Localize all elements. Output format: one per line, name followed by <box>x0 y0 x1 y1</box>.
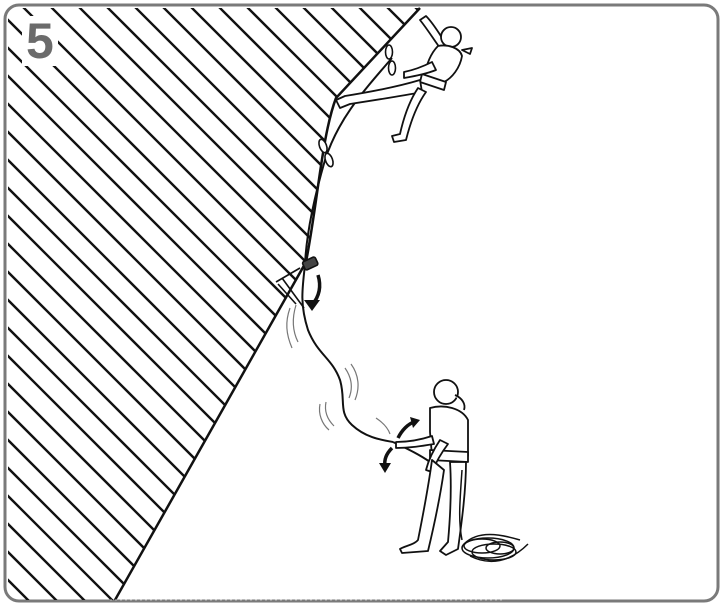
hatch-line <box>464 0 723 604</box>
arrow-feed-up-head <box>410 417 420 428</box>
hatch-line <box>604 0 723 604</box>
lead-climber <box>335 15 473 143</box>
step-number: 5 <box>22 16 58 66</box>
hatch-line <box>8 8 133 600</box>
hatch-line <box>295 8 420 600</box>
rope-pile <box>458 469 529 563</box>
hatch-line <box>8 8 420 600</box>
hatch-line <box>8 8 189 600</box>
belayer <box>395 379 469 556</box>
quickdraw-middle <box>318 138 334 168</box>
rope <box>301 57 394 443</box>
panel-frame <box>3 3 720 603</box>
arrow-feed-down-head <box>379 463 391 473</box>
hatch-line <box>8 8 420 600</box>
hatch-line <box>520 0 723 604</box>
hatch-line <box>183 8 420 600</box>
hatch-line <box>8 8 217 600</box>
hatch-line <box>8 8 420 600</box>
wall-edge <box>113 7 421 601</box>
quickdraw-lower <box>275 256 319 309</box>
arrow-feed-up <box>396 420 415 439</box>
hatch-line <box>8 8 245 600</box>
arrow-pull-down-head <box>304 300 320 311</box>
hatch-line <box>211 8 420 600</box>
hatch-line <box>632 0 723 604</box>
slack-motion-lines <box>286 304 391 435</box>
quickdraw-upper <box>384 44 397 76</box>
hatch-line <box>660 0 723 604</box>
hatch-line <box>436 0 723 604</box>
hatch-line <box>492 0 723 604</box>
hatch-line <box>267 8 420 600</box>
hatch-line <box>127 8 420 600</box>
hatch-line <box>155 8 420 600</box>
hatch-line <box>548 0 723 604</box>
hatch-line <box>576 0 723 604</box>
hatch-line <box>8 8 161 600</box>
